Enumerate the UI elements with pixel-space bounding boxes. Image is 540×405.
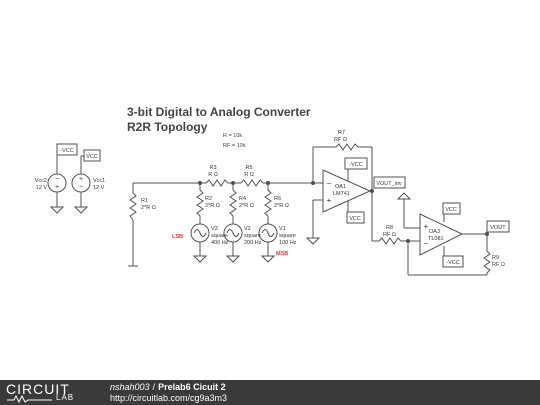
vcc1-value: 12 V: [93, 185, 105, 191]
footer-user[interactable]: nshah003: [110, 382, 150, 392]
resistor-r9[interactable]: [483, 250, 491, 274]
r6-name: R6: [274, 196, 281, 202]
oa3-minus-sign: −: [424, 239, 429, 248]
r1-value: 2*R Ω: [141, 205, 156, 211]
footer-url[interactable]: http://circuitlab.com/cg9a3m3: [110, 393, 228, 403]
vcc2-name: Vcc2: [35, 178, 47, 184]
r1-name: R1: [141, 198, 148, 204]
logo-wave-icon: [7, 395, 52, 403]
r2-name: R2: [205, 196, 212, 202]
tag-vout: VOUT: [486, 220, 510, 233]
tag-vout-inv: VOUT_inv: [373, 176, 406, 189]
footer-project[interactable]: Prelab6 Cicuit 2: [158, 382, 226, 392]
r4-name: R4: [239, 196, 246, 202]
v1-name: V1: [279, 226, 286, 232]
svg-text:VOUT: VOUT: [490, 225, 506, 231]
oa1-name: OA1: [335, 184, 346, 190]
r8-name: R8: [386, 225, 393, 231]
oa1-plus-sign: +: [327, 196, 332, 205]
r5-value: R Ω: [244, 172, 254, 178]
resistor-r5[interactable]: [233, 179, 268, 187]
v3-name: V3: [211, 226, 218, 232]
v2-freq: 200 Hz: [244, 240, 262, 246]
r6-value: 2*R Ω: [274, 203, 289, 209]
r7-value: RF Ω: [334, 137, 347, 143]
oa1-model: LM741: [333, 191, 350, 197]
svg-text:VCC: VCC: [349, 216, 361, 222]
tag-oa3-pos: VCC: [442, 202, 461, 215]
vcc1-minus-sign: −: [79, 184, 83, 191]
footer-separator: /: [152, 382, 156, 392]
diagram-subtitle: R2R Topology: [127, 120, 208, 134]
r9-value: RF Ω: [492, 262, 505, 268]
param-r: R = 10k: [223, 133, 242, 139]
oa3-name: OA3: [429, 229, 440, 235]
resistor-r2[interactable]: [196, 183, 204, 224]
r2-value: 2*R Ω: [205, 203, 220, 209]
vcc1-name: Vcc1: [93, 178, 105, 184]
footer-bar: CIRCUIT LAB nshah003/Prelab6 Cicuit 2 ht…: [0, 380, 540, 405]
r3-name: R3: [209, 165, 216, 171]
resistor-r6[interactable]: [264, 183, 272, 224]
oa3-plus-sign: +: [424, 222, 429, 231]
footer-credit: nshah003/Prelab6 Cicuit 2: [110, 382, 226, 392]
tag-oa1-neg: -VCC: [344, 157, 368, 170]
r3-value: R Ω: [208, 172, 218, 178]
opamp-oa3[interactable]: [419, 213, 464, 256]
resistor-r7[interactable]: [313, 143, 372, 151]
schematic-canvas: 3-bit Digital to Analog Converter R2R To…: [35, 105, 510, 276]
r8-value: RF Ω: [383, 232, 396, 238]
source-v3[interactable]: [190, 223, 210, 263]
v3-type: square: [211, 233, 228, 239]
logo-word-lab: LAB: [56, 393, 75, 402]
svg-text:VCC: VCC: [445, 207, 457, 213]
svg-text:-VCC: -VCC: [446, 260, 459, 266]
resistor-r3[interactable]: [200, 179, 233, 187]
vcc2-value: 12 V: [36, 185, 48, 191]
source-v1[interactable]: [258, 223, 278, 263]
r7-name: R7: [338, 130, 345, 136]
svg-text:-VCC: -VCC: [349, 162, 362, 168]
resistor-r8[interactable]: [378, 237, 402, 245]
r4-value: 2*R Ω: [239, 203, 254, 209]
v3-freq: 400 Hz: [211, 240, 229, 246]
resistor-r1[interactable]: [129, 192, 137, 221]
vcc2-plus-sign: +: [55, 184, 59, 191]
r5-name: R5: [245, 165, 252, 171]
msb-label: MSB: [276, 251, 288, 257]
v2-type: square: [244, 233, 261, 239]
logo-word-circuit: CIRCUIT: [6, 381, 70, 397]
v2-name: V2: [244, 226, 251, 232]
oa3-model: TL081: [428, 236, 444, 242]
tag-vcc2-neg: -VCC: [56, 143, 78, 156]
svg-text:-VCC: -VCC: [60, 148, 73, 154]
svg-text:VOUT_inv: VOUT_inv: [376, 181, 402, 187]
param-rf: RF = 10k: [223, 143, 246, 149]
diagram-title: 3-bit Digital to Analog Converter: [127, 105, 311, 119]
circuitlab-logo[interactable]: CIRCUIT LAB: [6, 381, 94, 403]
vcc1-plus-sign: +: [79, 176, 83, 183]
v1-type: square: [279, 233, 296, 239]
tag-vcc1-pos: VCC: [83, 149, 101, 162]
resistor-r4[interactable]: [229, 183, 237, 224]
svg-text:VCC: VCC: [86, 154, 98, 160]
tag-oa3-neg: -VCC: [442, 255, 464, 268]
r9-name: R9: [492, 255, 499, 261]
tag-oa1-pos: VCC: [346, 211, 365, 224]
lsb-label: LSB: [172, 234, 183, 240]
v1-freq: 100 Hz: [279, 240, 297, 246]
vcc2-minus-sign: −: [55, 176, 59, 183]
source-v2[interactable]: [223, 223, 243, 263]
oa1-minus-sign: −: [327, 179, 332, 188]
